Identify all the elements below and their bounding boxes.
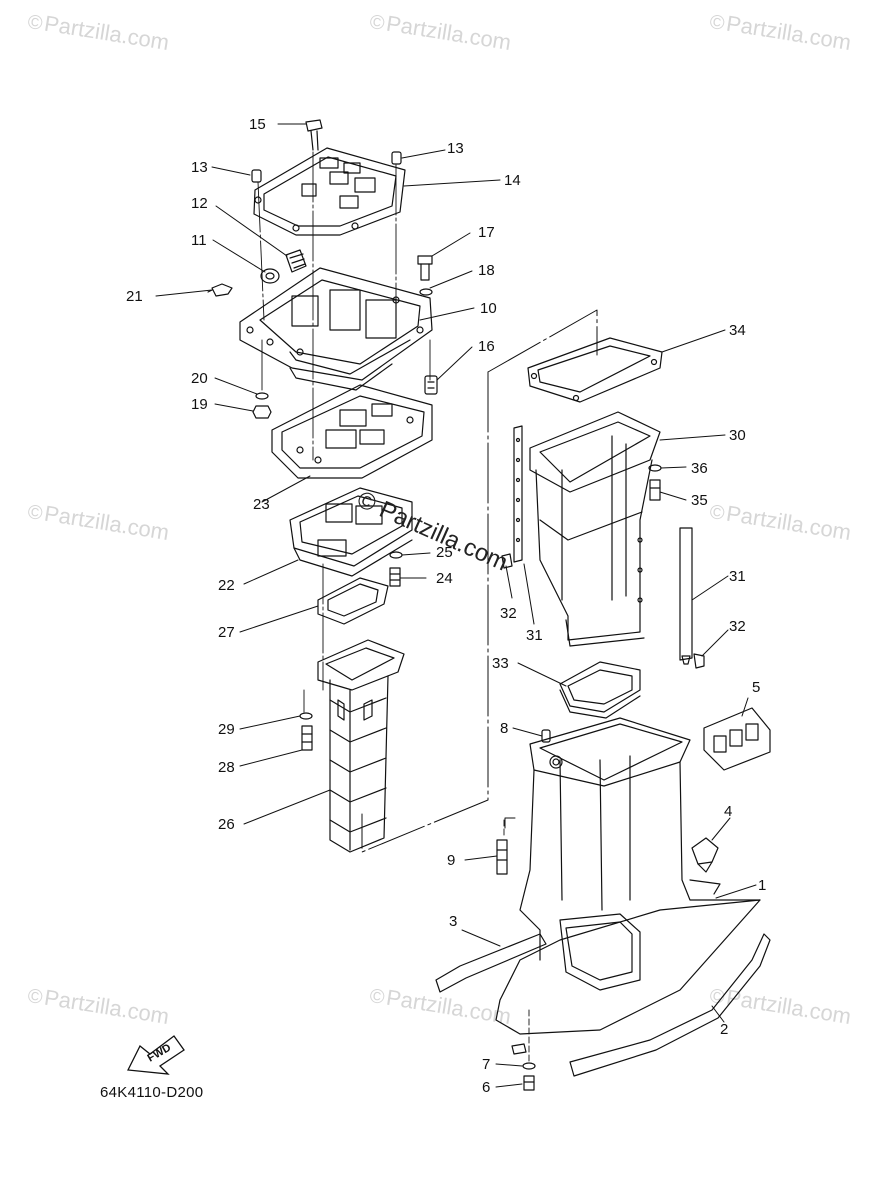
part-14-gasket bbox=[253, 147, 406, 236]
part-34-gasket bbox=[527, 337, 663, 403]
part-31-seal-right bbox=[679, 527, 693, 665]
part-20-washer bbox=[255, 392, 269, 400]
callout-35: 35 bbox=[691, 492, 708, 509]
part-2-seal-strip bbox=[569, 933, 771, 1077]
part-28-bolt bbox=[301, 725, 313, 751]
callout-23: 23 bbox=[253, 496, 270, 513]
part-12-valve bbox=[285, 249, 307, 273]
callout-22: 22 bbox=[218, 577, 235, 594]
callout-2: 2 bbox=[720, 1021, 728, 1038]
diagram-code: 64K4110-D200 bbox=[100, 1084, 204, 1101]
part-27-gasket bbox=[317, 577, 389, 625]
part-4-grommet bbox=[691, 837, 719, 873]
part-15-bolt bbox=[305, 119, 323, 151]
part-26-muffler bbox=[317, 639, 405, 853]
leader-lines bbox=[155, 123, 757, 1088]
part-24-bolt bbox=[389, 567, 401, 587]
callout-33: 33 bbox=[492, 655, 509, 672]
callout-28: 28 bbox=[218, 759, 235, 776]
callout-13: 13 bbox=[447, 140, 464, 157]
callout-36: 36 bbox=[691, 460, 708, 477]
part-19-nut bbox=[252, 405, 272, 419]
part-29-washer bbox=[299, 712, 313, 720]
callout-27: 27 bbox=[218, 624, 235, 641]
callout-32: 32 bbox=[500, 605, 517, 622]
part-3-seal-strip bbox=[435, 933, 547, 993]
callout-13: 13 bbox=[191, 159, 208, 176]
callout-29: 29 bbox=[218, 721, 235, 738]
callout-21: 21 bbox=[126, 288, 143, 305]
callout-20: 20 bbox=[191, 370, 208, 387]
part-23-gasket bbox=[271, 384, 433, 479]
part-31-seal-left bbox=[513, 425, 523, 563]
callout-5: 5 bbox=[752, 679, 760, 696]
callout-7: 7 bbox=[482, 1056, 490, 1073]
callout-34: 34 bbox=[729, 322, 746, 339]
part-1-upper-casing bbox=[495, 717, 761, 1035]
guide-lines-low bbox=[503, 819, 530, 1063]
part-22-exhaust-guide bbox=[289, 487, 413, 577]
guide-lines-mid bbox=[303, 563, 324, 713]
part-32-clip-right bbox=[693, 653, 705, 669]
callout-9: 9 bbox=[447, 852, 455, 869]
callout-12: 12 bbox=[191, 195, 208, 212]
part-35-bolt bbox=[649, 479, 661, 501]
fwd-arrow-icon: FWD bbox=[126, 1035, 185, 1075]
callout-24: 24 bbox=[436, 570, 453, 587]
fwd-label: FWD bbox=[146, 1042, 174, 1065]
part-9-bolt bbox=[496, 839, 508, 875]
callout-26: 26 bbox=[218, 816, 235, 833]
part-10-manifold bbox=[239, 267, 433, 391]
callout-16: 16 bbox=[478, 338, 495, 355]
part-18-washer bbox=[419, 288, 433, 296]
callout-18: 18 bbox=[478, 262, 495, 279]
guide-lines bbox=[257, 151, 431, 461]
part-11-grommet bbox=[260, 268, 280, 284]
callout-8: 8 bbox=[500, 720, 508, 737]
callout-25: 25 bbox=[436, 544, 453, 561]
callout-30: 30 bbox=[729, 427, 746, 444]
callout-31: 31 bbox=[729, 568, 746, 585]
part-33-seal bbox=[559, 661, 641, 719]
callout-1: 1 bbox=[758, 877, 766, 894]
callout-14: 14 bbox=[504, 172, 521, 189]
part-16-bolt bbox=[424, 375, 438, 395]
section-frame bbox=[361, 309, 598, 853]
part-25-washer bbox=[389, 551, 403, 559]
part-32-clip-left bbox=[501, 553, 513, 569]
callout-15: 15 bbox=[249, 116, 266, 133]
callout-4: 4 bbox=[724, 803, 732, 820]
part-5-damper bbox=[703, 707, 771, 771]
callout-11: 11 bbox=[191, 232, 207, 249]
part-anode-screw bbox=[511, 1043, 527, 1055]
callout-19: 19 bbox=[191, 396, 208, 413]
callout-17: 17 bbox=[478, 224, 495, 241]
part-17-bolt bbox=[417, 255, 433, 281]
callout-31: 31 bbox=[526, 627, 543, 644]
callout-3: 3 bbox=[449, 913, 457, 930]
part-7-washer bbox=[522, 1062, 536, 1070]
callout-32: 32 bbox=[729, 618, 746, 635]
callout-labels: 15 13 13 14 12 11 21 17 18 10 16 20 19 2… bbox=[126, 116, 766, 1096]
part-6-bolt bbox=[523, 1075, 535, 1091]
callout-10: 10 bbox=[480, 300, 497, 317]
part-30-exhaust-chamber bbox=[529, 411, 661, 647]
callout-6: 6 bbox=[482, 1079, 490, 1096]
part-13-dowel bbox=[251, 151, 402, 183]
